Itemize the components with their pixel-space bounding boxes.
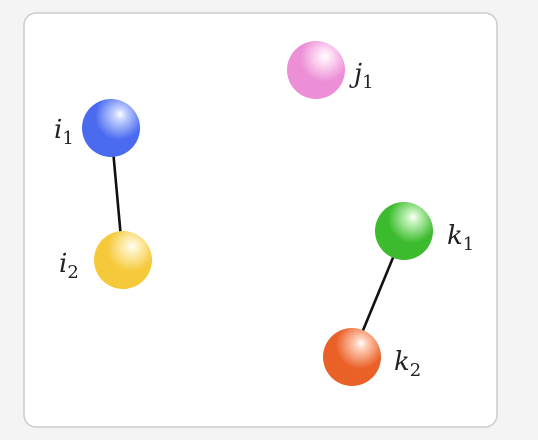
atom-label-subscript: 1 <box>62 128 73 149</box>
atom-label-subscript: 2 <box>67 262 78 283</box>
atom-i1 <box>82 99 140 157</box>
atom-label-subscript: 1 <box>463 234 474 255</box>
atom-label-k2: k2 <box>394 347 421 381</box>
atom-k2 <box>323 328 381 386</box>
atom-label-letter: i <box>54 115 62 145</box>
atom-i2 <box>94 231 152 289</box>
atom-label-k1: k1 <box>447 221 474 255</box>
atom-label-letter: k <box>447 221 463 251</box>
atom-label-letter: k <box>394 347 410 377</box>
atom-label-subscript: 1 <box>362 72 373 93</box>
atom-label-i2: i2 <box>59 249 79 283</box>
atom-label-letter: i <box>59 249 67 279</box>
diagram-frame <box>23 12 498 428</box>
atom-k1 <box>375 202 433 260</box>
atom-label-i1: i1 <box>54 115 74 149</box>
atoms <box>82 41 433 386</box>
atom-label-subscript: 2 <box>410 360 421 381</box>
atom-j1 <box>287 41 345 99</box>
